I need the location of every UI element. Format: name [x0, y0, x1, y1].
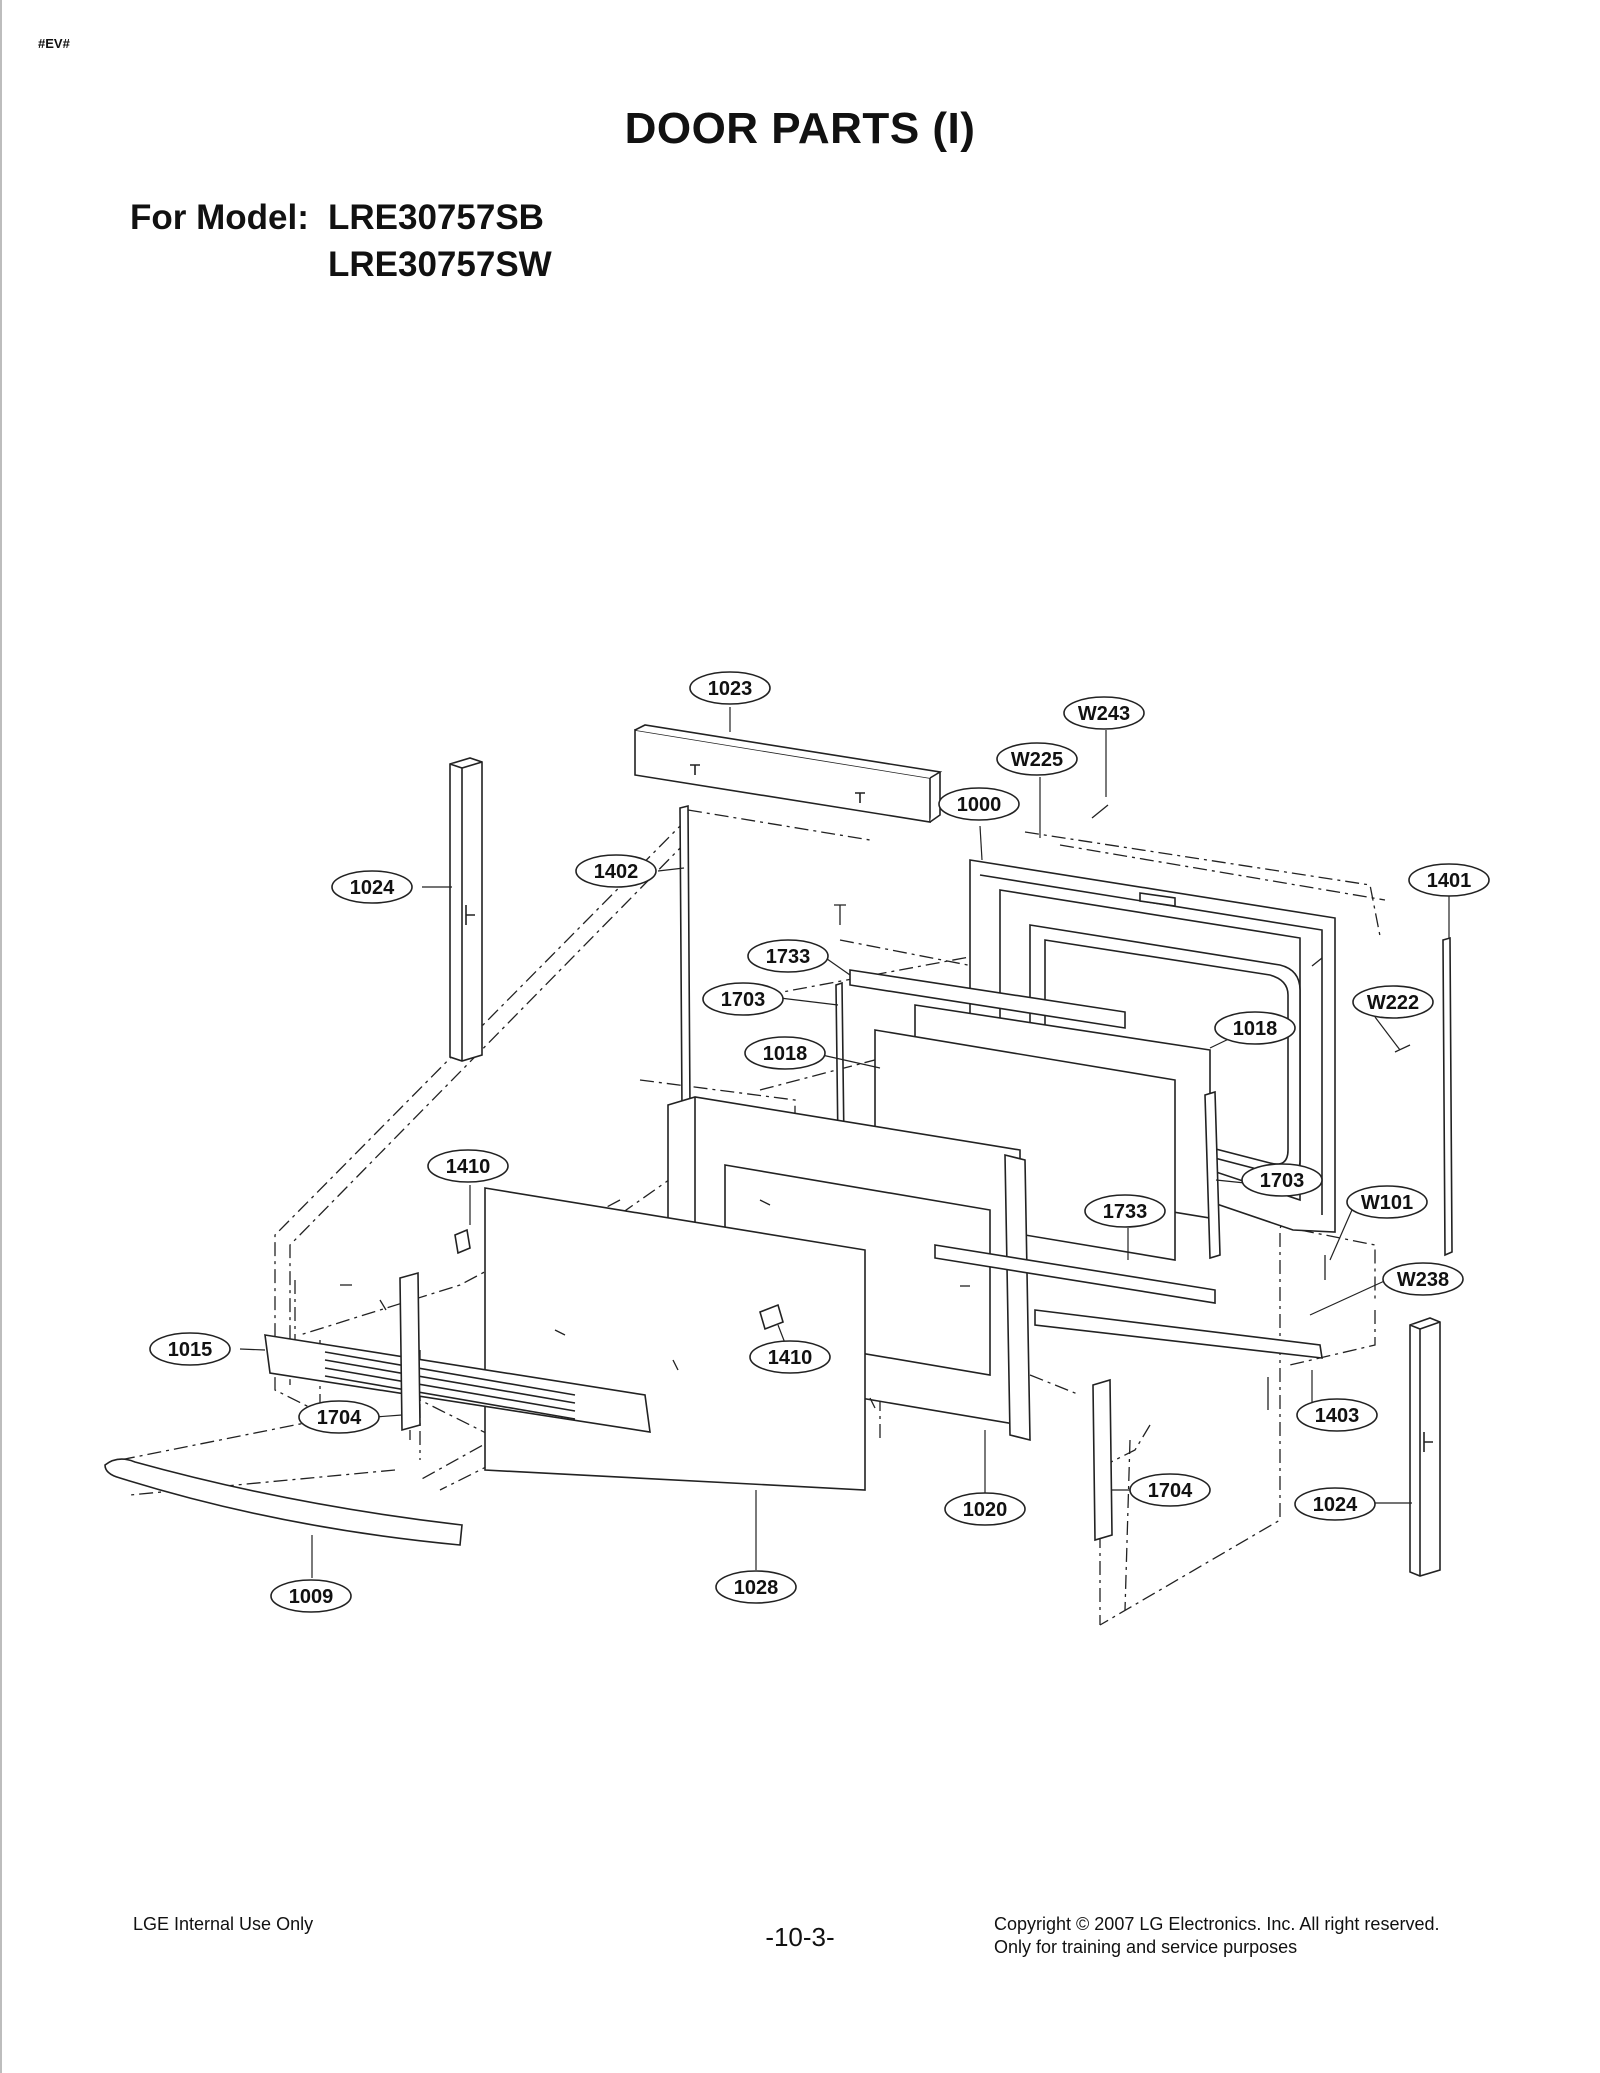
- callout-1733: 1733: [1103, 1201, 1148, 1223]
- callout-1024-bubble: [331, 870, 413, 904]
- callout-1402-bubble: [575, 854, 657, 888]
- callout-1015: 1015: [168, 1339, 213, 1361]
- callout-w238-bubble: [1382, 1262, 1464, 1296]
- callout-1401-bubble: [1408, 863, 1490, 897]
- callout-1024: 1024: [350, 877, 395, 899]
- callout-w222: W222: [1367, 992, 1419, 1014]
- callout-1704: 1704: [1148, 1480, 1193, 1502]
- part-1009-handle: [104, 1458, 463, 1546]
- callout-1410-bubble: [749, 1340, 831, 1374]
- callout-1018: 1018: [1233, 1018, 1278, 1040]
- callout-w225: W225: [1011, 749, 1063, 771]
- callout-1703-bubble: [702, 982, 784, 1016]
- part-1733-lower-rail: [934, 1244, 1216, 1304]
- part-1401-right-strip: [1442, 936, 1453, 1257]
- doc-tag: #EV#: [38, 36, 70, 51]
- callout-1000: 1000: [957, 794, 1002, 816]
- part-1024-left-post: [449, 757, 483, 1062]
- part-1023-top-trim: [634, 724, 943, 823]
- callout-1018-bubble: [1214, 1011, 1296, 1045]
- callout-1410: 1410: [768, 1347, 813, 1369]
- part-1403-bottom-rail: [1034, 1309, 1323, 1359]
- model-number-2: LRE30757SW: [328, 245, 552, 284]
- page-title: DOOR PARTS (I): [624, 104, 976, 153]
- model-number-1: LRE30757SB: [328, 198, 544, 237]
- callout-1023-bubble: [689, 671, 771, 705]
- callout-1020: 1020: [963, 1499, 1008, 1521]
- callout-1028: 1028: [734, 1577, 779, 1599]
- callout-1401: 1401: [1427, 870, 1472, 892]
- callout-1009-bubble: [270, 1579, 352, 1613]
- callout-1000-bubble: [938, 787, 1020, 821]
- callout-w243: W243: [1078, 703, 1130, 725]
- callout-1410: 1410: [446, 1156, 491, 1178]
- screws: [340, 804, 1411, 1410]
- callout-1020-bubble: [944, 1492, 1026, 1526]
- callout-1703-bubble: [1241, 1163, 1323, 1197]
- callout-w238: W238: [1397, 1269, 1449, 1291]
- callout-1703: 1703: [1260, 1170, 1305, 1192]
- footer-copyright-note: Only for training and service purposes: [994, 1937, 1298, 1957]
- callout-1015-bubble: [149, 1332, 231, 1366]
- callout-1410-bubble: [427, 1149, 509, 1183]
- callout-1733: 1733: [766, 946, 811, 968]
- callout-1704: 1704: [317, 1407, 362, 1429]
- callout-1024-bubble: [1294, 1487, 1376, 1521]
- callout-1018-bubble: [744, 1036, 826, 1070]
- part-1402-left-strip: [679, 804, 691, 1112]
- callout-1733-bubble: [747, 939, 829, 973]
- page-number: -10-3-: [765, 1922, 835, 1952]
- callout-1023: 1023: [708, 678, 753, 700]
- part-1704-hinges: [399, 1271, 1113, 1542]
- callout-1403-bubble: [1296, 1398, 1378, 1432]
- callout-1704-bubble: [298, 1400, 380, 1434]
- callout-1028-bubble: [715, 1570, 797, 1604]
- footer-internal-use: LGE Internal Use Only: [133, 1914, 314, 1934]
- callout-1024: 1024: [1313, 1494, 1358, 1516]
- model-label: For Model:: [130, 198, 309, 237]
- part-1703-right-side: [1204, 1090, 1221, 1260]
- callout-w225-bubble: [996, 742, 1078, 776]
- callout-w222-bubble: [1352, 985, 1434, 1019]
- callout-1402: 1402: [594, 861, 639, 883]
- page-edge: [0, 0, 2, 2073]
- part-1410-spacers: [454, 1228, 784, 1331]
- callout-1704-bubble: [1129, 1473, 1211, 1507]
- part-1733-upper-rail: [849, 969, 1126, 1029]
- callout-1009: 1009: [289, 1586, 334, 1608]
- part-1024-right-post: [1409, 1317, 1441, 1577]
- callout-w101-bubble: [1346, 1185, 1428, 1219]
- callout-w101: W101: [1361, 1192, 1413, 1214]
- callout-1703: 1703: [721, 989, 766, 1011]
- callout-1018: 1018: [763, 1043, 808, 1065]
- part-1015-vent-trim: [264, 1334, 651, 1433]
- footer-copyright: Copyright © 2007 LG Electronics. Inc. Al…: [994, 1914, 1440, 1934]
- callout-w243-bubble: [1063, 696, 1145, 730]
- callout-1403: 1403: [1315, 1405, 1360, 1427]
- callout-1733-bubble: [1084, 1194, 1166, 1228]
